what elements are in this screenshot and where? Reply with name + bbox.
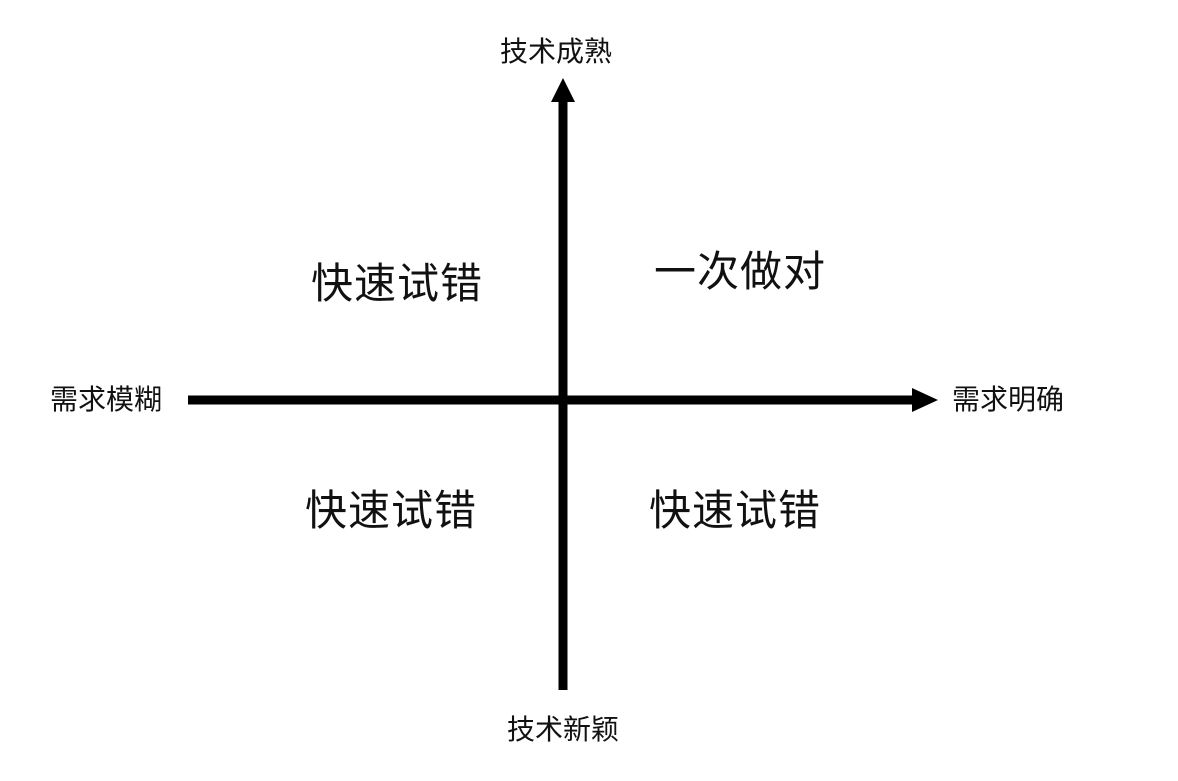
- axis-label-right: 需求明确: [952, 383, 1065, 416]
- quadrant-label-top-right: 一次做对: [654, 247, 827, 296]
- horizontal-axis-arrowhead-icon: [912, 388, 938, 412]
- axis-label-top: 技术成熟: [500, 35, 613, 68]
- quadrant-label-top-left: 快速试错: [311, 259, 484, 308]
- vertical-axis-arrowhead-icon: [551, 78, 575, 102]
- axis-label-left: 需求模糊: [50, 383, 163, 416]
- axis-label-bottom: 技术新颖: [507, 713, 620, 746]
- quadrant-label-bottom-left: 快速试错: [305, 486, 478, 535]
- quadrant-label-bottom-right: 快速试错: [649, 486, 822, 535]
